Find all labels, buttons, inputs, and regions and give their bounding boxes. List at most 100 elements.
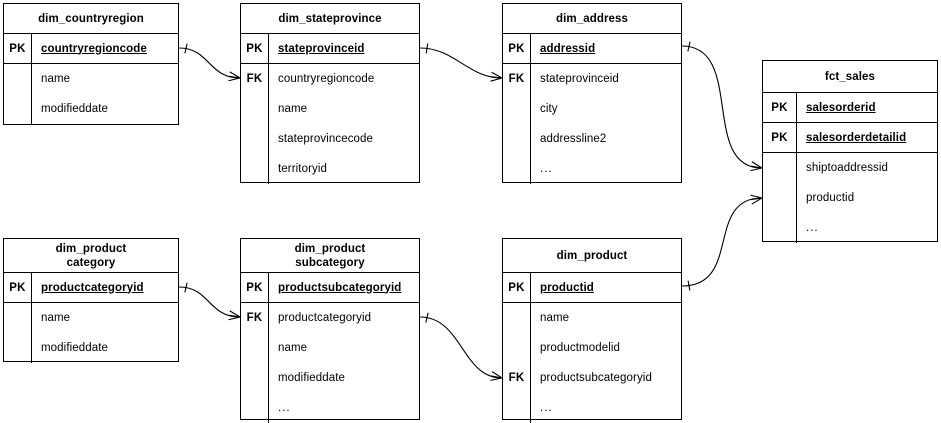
attribute-row[interactable]: FK productcategoryid — [241, 303, 419, 333]
attribute-row[interactable]: productmodelid — [503, 333, 681, 363]
attribute-row[interactable]: PK productsubcategoryid — [241, 273, 419, 303]
cardinality-many-marker — [228, 316, 241, 321]
key-cell-empty — [4, 64, 32, 94]
foreign-key-badge: FK — [241, 303, 269, 333]
relationship-address-to-sales[interactable] — [681, 41, 763, 172]
attribute-row[interactable]: ... — [763, 213, 937, 243]
key-cell-empty — [241, 94, 269, 124]
relationship-product-to-sales[interactable] — [681, 194, 763, 291]
attribute-name: productcategoryid — [278, 312, 372, 324]
cardinality-many-marker — [228, 77, 241, 82]
attribute-row[interactable]: stateprovincecode — [241, 124, 419, 154]
cardinality-many-marker — [490, 77, 503, 82]
primary-key-badge: PK — [503, 34, 531, 63]
attribute-row[interactable]: name — [4, 303, 178, 333]
foreign-key-badge: FK — [503, 64, 531, 94]
attribute-row[interactable]: FK stateprovinceid — [503, 64, 681, 94]
attribute-row[interactable]: city — [503, 94, 681, 124]
key-cell-empty — [241, 393, 269, 423]
attribute-name: city — [540, 103, 558, 115]
cardinality-many-marker — [491, 375, 503, 379]
relationship-countryregion-to-stateprovince[interactable] — [178, 43, 241, 82]
cardinality-many-marker — [491, 71, 503, 79]
attribute-row[interactable]: shiptoaddressid — [763, 153, 937, 183]
attribute-name: territoryid — [278, 163, 328, 175]
attribute-row[interactable]: ... — [241, 393, 419, 423]
attribute-row[interactable]: addressline2 — [503, 124, 681, 154]
foreign-key-badge: FK — [503, 363, 531, 393]
cardinality-many-marker — [229, 314, 241, 318]
entity-title-line: fct_sales — [824, 70, 876, 83]
attribute-row[interactable]: name — [503, 303, 681, 333]
cardinality-many-marker — [229, 310, 241, 318]
primary-key-badge: PK — [763, 123, 797, 152]
relationship-line — [178, 47, 241, 79]
entity-title-fct_sales: fct_sales — [763, 61, 937, 93]
relationship-line — [681, 45, 763, 169]
attribute-name: countryregioncode — [41, 42, 147, 55]
key-cell-empty — [4, 333, 32, 363]
entity-title-dim_stateprovince: dim_stateprovince — [241, 4, 419, 34]
attribute-name: modifieddate — [278, 372, 346, 384]
key-cell-empty — [241, 363, 269, 393]
relationship-stateprovince-to-address[interactable] — [419, 43, 503, 82]
attribute-row[interactable]: name — [241, 333, 419, 363]
attribute-row[interactable]: territoryid — [241, 154, 419, 184]
primary-key-badge: PK — [763, 93, 797, 122]
cardinality-many-marker — [490, 377, 503, 381]
entity-title-line: dim_countryregion — [38, 12, 144, 25]
attribute-name: ... — [540, 402, 553, 414]
cardinality-one-marker — [687, 41, 691, 52]
attribute-name: ... — [278, 402, 291, 414]
primary-key-badge: PK — [241, 273, 269, 302]
entity-title-line: dim_address — [555, 12, 629, 25]
key-cell-empty — [503, 333, 531, 363]
attribute-name: name — [41, 312, 71, 324]
relationship-productsubcategory-to-product[interactable] — [419, 312, 503, 381]
attribute-name: stateprovinceid — [540, 73, 619, 85]
primary-key-badge: PK — [4, 273, 32, 302]
primary-key-badge: PK — [241, 34, 269, 63]
attribute-row[interactable]: name — [4, 64, 178, 94]
attribute-name: shiptoaddressid — [806, 162, 889, 174]
relationship-productcategory-to-subcategory[interactable] — [178, 282, 241, 321]
cardinality-one-marker — [184, 43, 188, 54]
attribute-row[interactable]: modifieddate — [4, 333, 178, 363]
key-cell-empty — [503, 94, 531, 124]
primary-key-badge: PK — [4, 34, 32, 63]
attribute-row[interactable]: modifieddate — [4, 94, 178, 124]
attribute-row[interactable]: modifieddate — [241, 363, 419, 393]
attribute-name: countryregioncode — [278, 73, 375, 85]
relationship-line — [419, 316, 503, 379]
attribute-row[interactable]: productid — [763, 183, 937, 213]
attribute-row[interactable]: ... — [503, 393, 681, 423]
entity-title-line: category — [66, 256, 116, 269]
attribute-name: addressline2 — [540, 133, 607, 145]
attribute-row[interactable]: name — [241, 94, 419, 124]
entity-title-line: dim_product — [556, 249, 628, 262]
cardinality-many-marker — [751, 197, 763, 205]
key-cell-empty — [763, 213, 797, 243]
attribute-name: productsubcategoryid — [278, 281, 402, 294]
attribute-row[interactable]: ... — [503, 154, 681, 184]
cardinality-one-marker — [184, 282, 188, 293]
attribute-name: productid — [806, 192, 855, 204]
attribute-name: name — [278, 342, 308, 354]
attribute-row[interactable]: PK countryregioncode — [4, 34, 178, 64]
